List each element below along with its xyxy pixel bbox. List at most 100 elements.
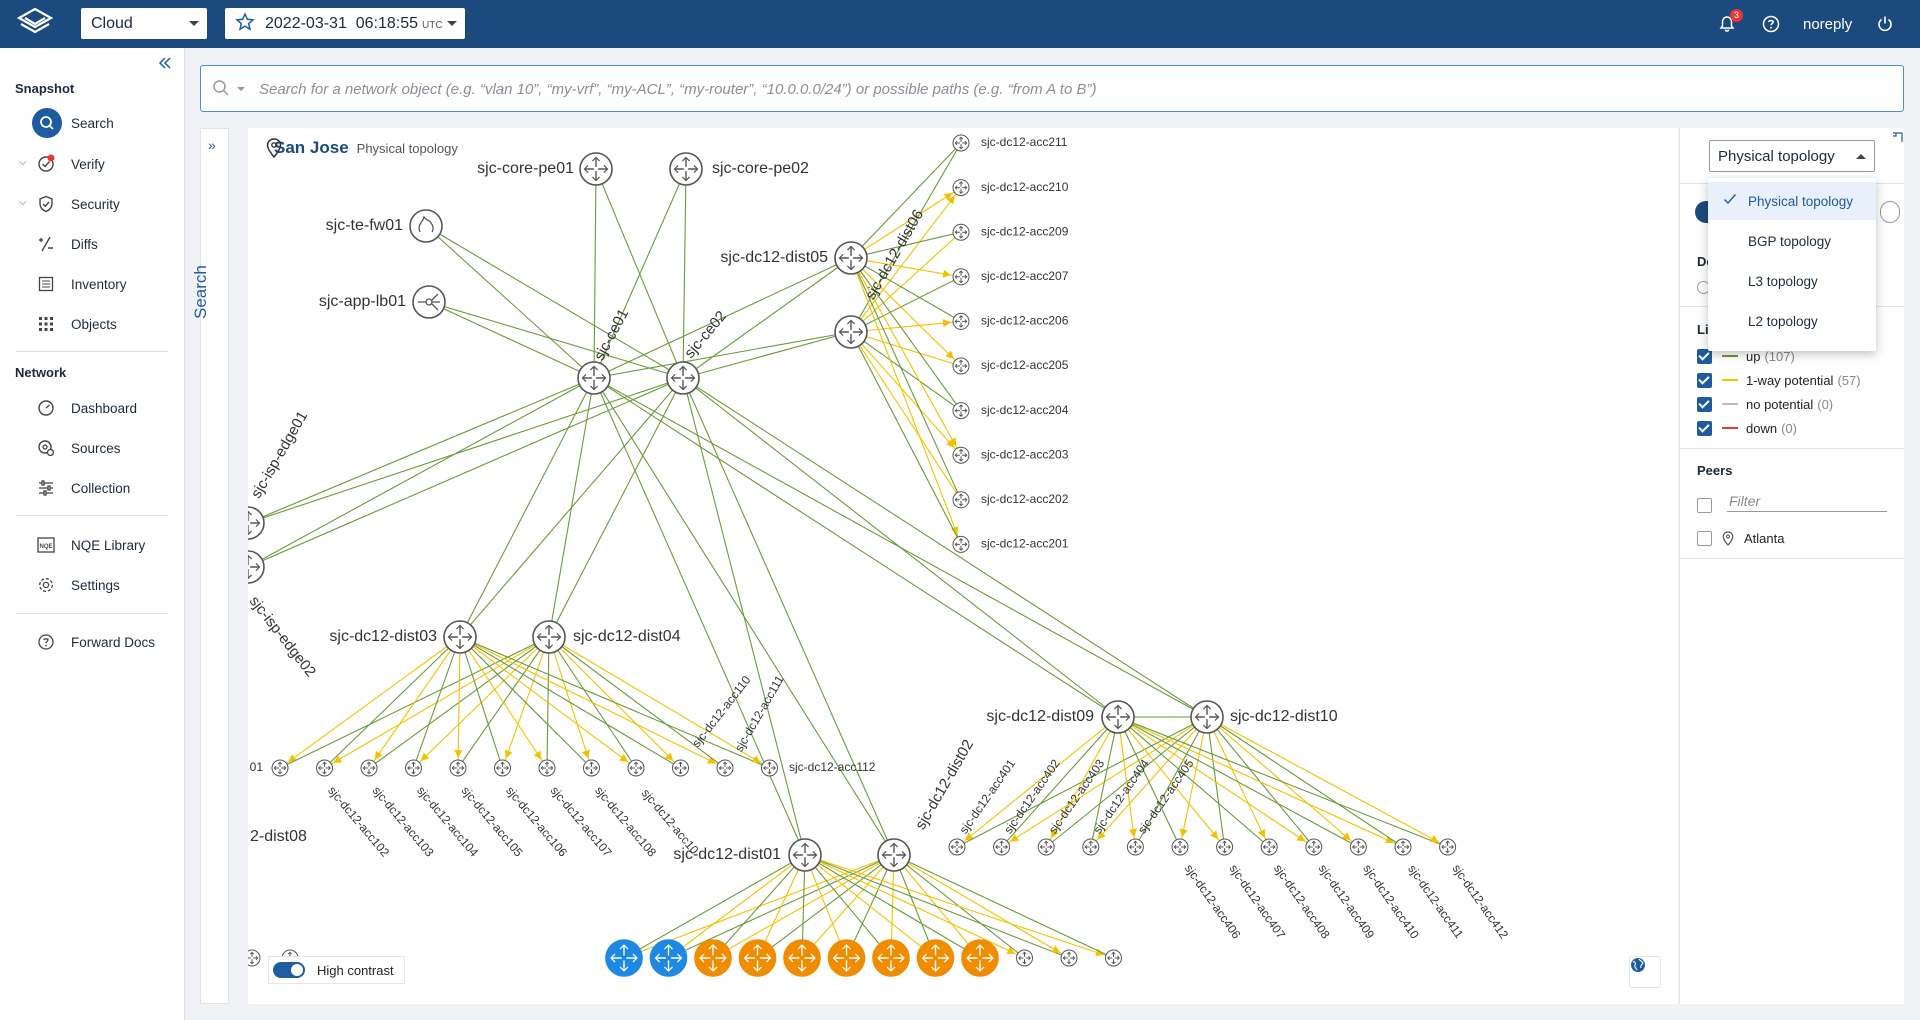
topology-link[interactable] <box>850 257 962 545</box>
menu-item-bgp-topology[interactable]: BGP topology <box>1708 222 1876 260</box>
topology-node-isp1[interactable] <box>248 506 265 540</box>
topology-link[interactable] <box>850 257 962 278</box>
nav-security[interactable]: ⌵ Security <box>16 188 171 220</box>
topology-link[interactable] <box>593 331 852 379</box>
topology-link[interactable] <box>623 854 806 959</box>
topology-node-acc207[interactable] <box>952 268 970 286</box>
topology-node-b13[interactable] <box>248 949 261 967</box>
topology-link[interactable] <box>893 854 1070 959</box>
topology-link[interactable] <box>324 636 461 769</box>
topology-link[interactable] <box>459 636 726 769</box>
topology-link[interactable] <box>248 377 595 568</box>
logout-button[interactable] <box>1876 0 1894 48</box>
topology-link[interactable] <box>850 142 962 333</box>
topology-node-pe01[interactable] <box>579 152 613 186</box>
checkbox[interactable] <box>1697 372 1712 388</box>
topology-link[interactable] <box>593 168 687 379</box>
topology-link[interactable] <box>548 636 726 769</box>
topology-link[interactable] <box>425 225 595 379</box>
topology-link[interactable] <box>1117 716 1136 848</box>
topology-node-acc209[interactable] <box>952 223 970 241</box>
topology-node-acc105[interactable] <box>449 759 467 777</box>
nav-settings[interactable]: Settings <box>16 569 171 601</box>
nav-nqe-library[interactable]: NQE NQE Library <box>16 529 171 561</box>
topology-link[interactable] <box>850 257 962 501</box>
topology-link[interactable] <box>682 377 895 856</box>
topology-node-acc412[interactable] <box>1439 838 1457 856</box>
topology-link[interactable] <box>850 257 962 367</box>
nav-forward-docs[interactable]: Forward Docs <box>16 626 171 658</box>
topology-node-acc103[interactable] <box>360 759 378 777</box>
topology-node-b9[interactable] <box>961 939 999 977</box>
topology-link[interactable] <box>850 331 962 545</box>
topology-link[interactable] <box>593 377 806 856</box>
nav-sources[interactable]: Sources <box>16 432 171 464</box>
topology-node-acc203[interactable] <box>952 446 970 464</box>
topology-node-acc102[interactable] <box>316 759 333 777</box>
topology-node-acc204[interactable] <box>952 402 970 420</box>
search-side-panel-tab[interactable]: » Search <box>191 128 229 1004</box>
topology-node-lb01[interactable] <box>412 285 446 319</box>
topology-link[interactable] <box>459 377 595 638</box>
app-logo-icon[interactable] <box>14 6 56 47</box>
topology-link[interactable] <box>1117 716 1181 848</box>
topology-link[interactable] <box>850 257 962 411</box>
checkbox[interactable] <box>1697 348 1712 364</box>
collapse-corner-icon[interactable] <box>1892 130 1903 148</box>
topology-link[interactable] <box>457 636 461 769</box>
topology-link[interactable] <box>459 636 681 769</box>
topology-link[interactable] <box>1117 716 1404 848</box>
topology-link[interactable] <box>850 257 962 456</box>
topology-node-b2[interactable] <box>649 939 688 977</box>
topology-node-acc110[interactable] <box>672 759 689 777</box>
topology-link[interactable] <box>1206 716 1448 848</box>
topology-node-acc402[interactable] <box>993 838 1011 856</box>
user-menu[interactable]: noreply <box>1803 15 1853 33</box>
topology-node-d02[interactable] <box>877 838 911 872</box>
topology-link[interactable] <box>1117 716 1448 848</box>
topology-link[interactable] <box>548 377 684 638</box>
topology-node-b3[interactable] <box>694 939 732 977</box>
chevron-down-icon[interactable] <box>237 87 245 91</box>
topology-node-d03[interactable] <box>443 620 477 654</box>
topology-link[interactable] <box>804 854 1025 959</box>
topology-node-acc106[interactable] <box>494 759 511 777</box>
topology-link[interactable] <box>459 636 637 769</box>
topology-link[interactable] <box>428 301 684 379</box>
topology-link[interactable] <box>682 377 1208 718</box>
topology-link[interactable] <box>1117 716 1315 848</box>
topology-link[interactable] <box>248 377 684 568</box>
legend-link-down[interactable]: down(0) <box>1697 418 1797 438</box>
topology-link[interactable] <box>248 377 595 524</box>
topology-link[interactable] <box>593 168 597 379</box>
topology-node-acc407[interactable] <box>1216 838 1234 856</box>
peer-atlanta[interactable]: Atlanta <box>1697 528 1784 548</box>
nav-search[interactable]: Search <box>16 107 171 139</box>
topology-node-acc01[interactable] <box>271 759 289 777</box>
topology-link[interactable] <box>668 854 806 959</box>
topology-node-acc411[interactable] <box>1394 838 1412 856</box>
legend-link-1way[interactable]: 1-way potential(57) <box>1697 370 1861 390</box>
search-bar[interactable] <box>200 65 1904 112</box>
topology-link[interactable] <box>1001 716 1119 848</box>
topology-link[interactable] <box>893 854 1114 959</box>
topology-link[interactable] <box>1117 716 1359 848</box>
topology-link[interactable] <box>459 636 548 769</box>
topology-link[interactable] <box>548 377 595 638</box>
topology-node-b12[interactable] <box>1105 949 1122 967</box>
topology-link[interactable] <box>682 331 852 379</box>
topology-link[interactable] <box>804 854 981 959</box>
topology-node-acc111[interactable] <box>716 759 734 777</box>
topology-link[interactable] <box>593 257 852 379</box>
collapse-sidebar-button[interactable] <box>158 56 172 75</box>
topology-link[interactable] <box>804 854 892 959</box>
topology-node-acc405[interactable] <box>1126 838 1144 856</box>
menu-item-l2-topology[interactable]: L2 topology <box>1708 302 1876 340</box>
topology-node-d05[interactable] <box>834 241 868 275</box>
notifications-button[interactable]: 3 <box>1718 0 1743 48</box>
topology-link[interactable] <box>593 377 1208 718</box>
map-site-name[interactable]: San Jose <box>274 138 349 157</box>
topology-node-d04[interactable] <box>532 620 566 654</box>
topology-node-fw01[interactable] <box>409 209 443 243</box>
